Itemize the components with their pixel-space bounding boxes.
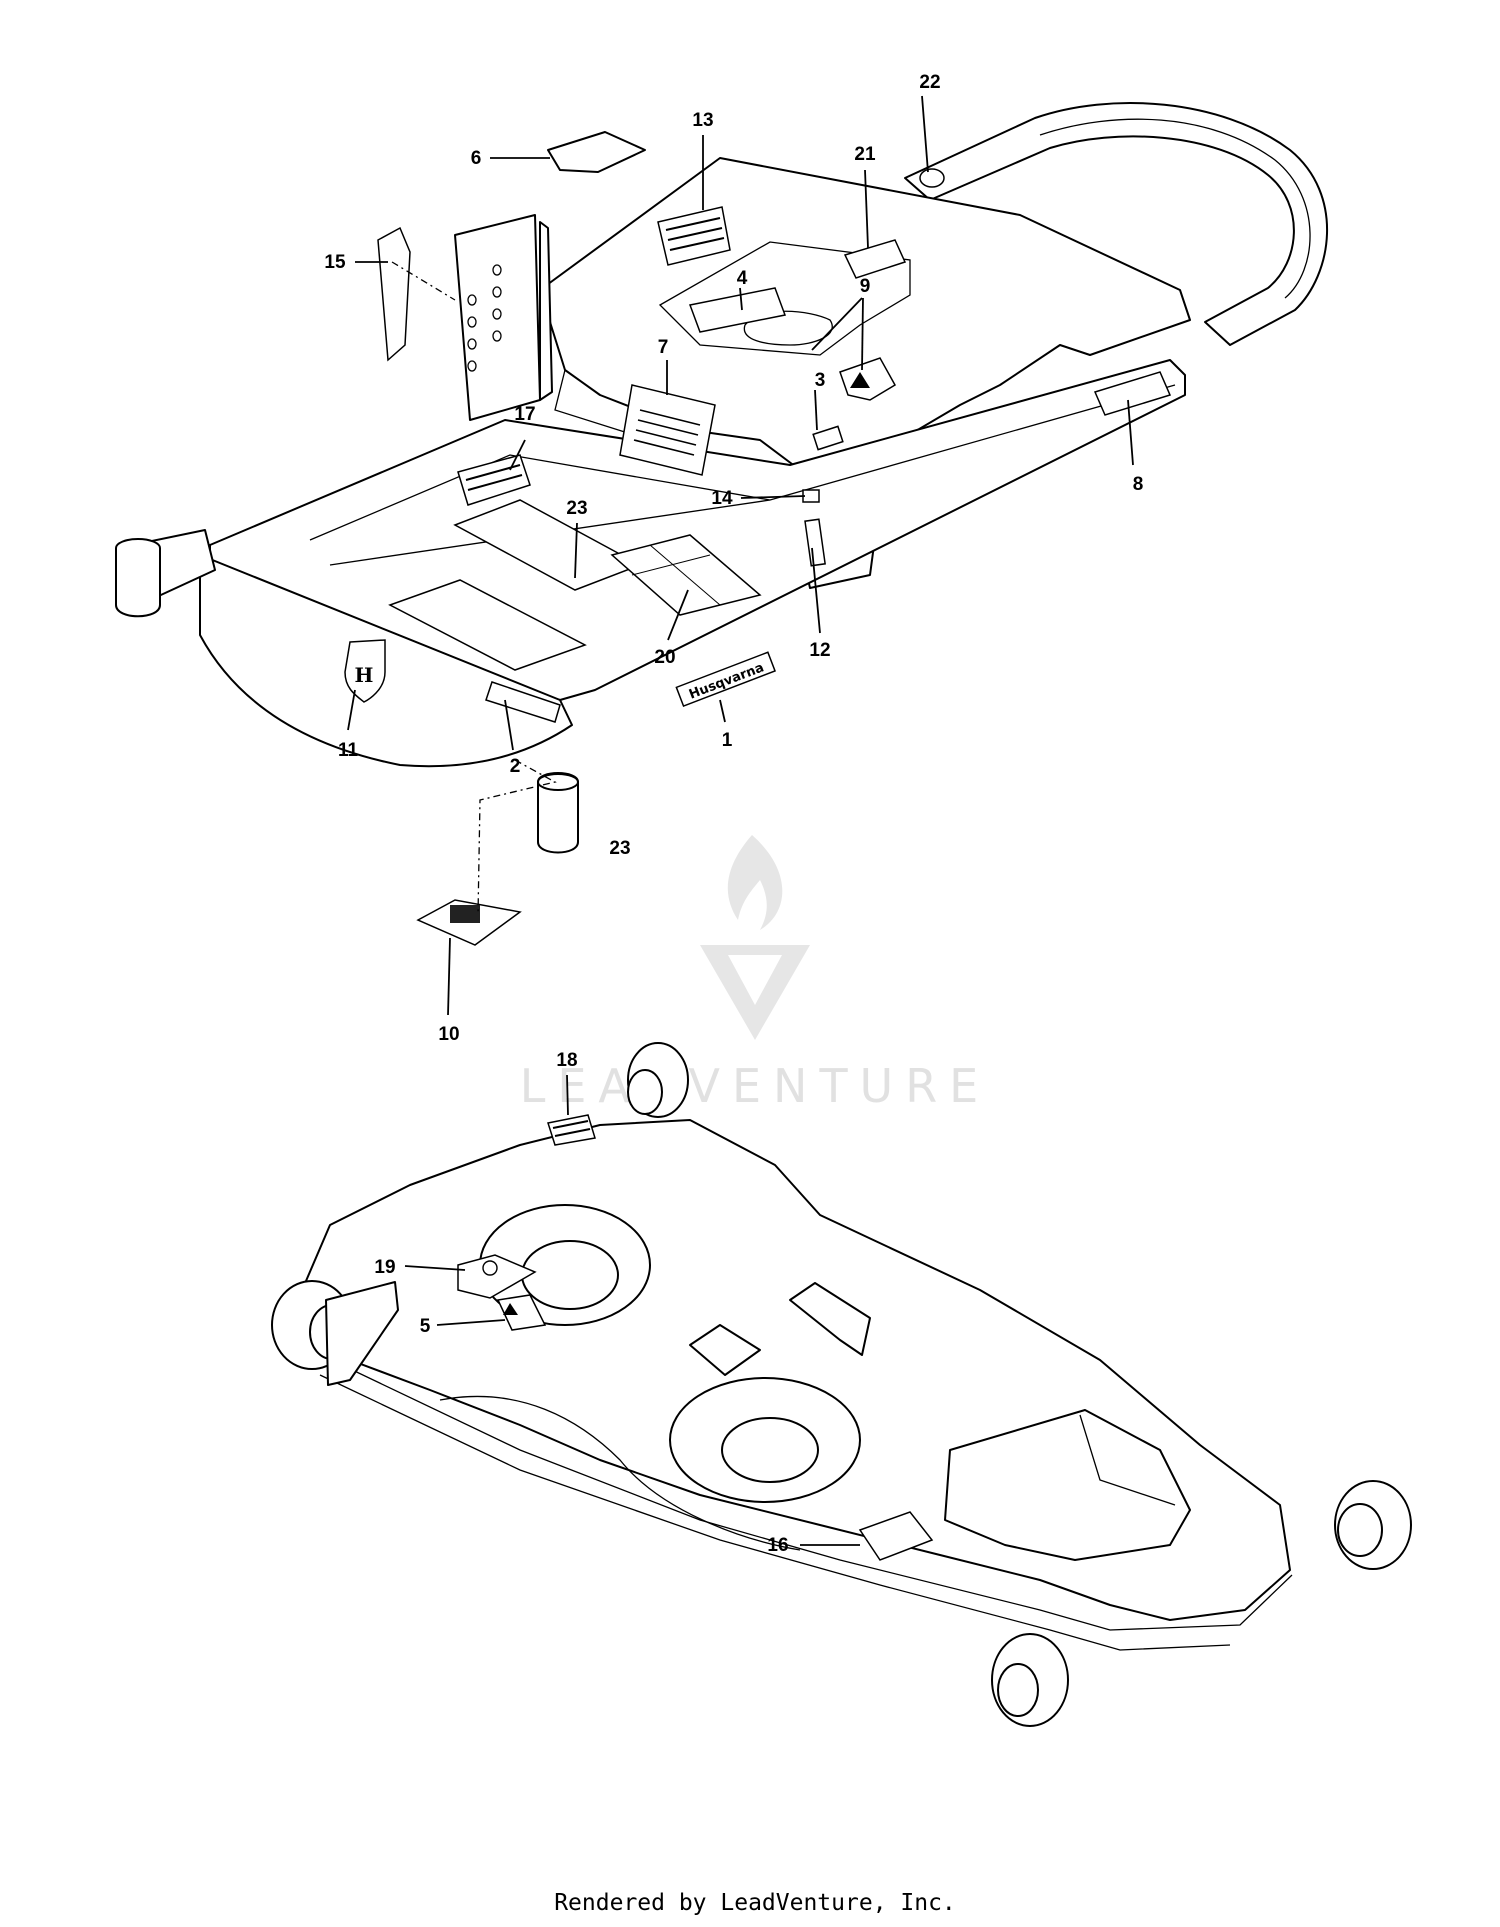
decal-8 <box>1093 371 1172 416</box>
decal-7 <box>619 384 716 476</box>
decal-21 <box>843 239 907 279</box>
decal-16 <box>858 1511 934 1561</box>
decal-3 <box>812 425 844 451</box>
leader-lines <box>347 95 1134 1546</box>
callout-18: 18 <box>556 1050 577 1071</box>
mower-deck <box>271 1042 1412 1727</box>
footer-credit: Rendered by LeadVenture, Inc. <box>554 1890 956 1916</box>
belt-cover <box>944 1409 1191 1561</box>
rear-gauge-wheel <box>627 1042 689 1118</box>
callout-22: 22 <box>919 72 940 93</box>
front-right-gauge-wheel <box>1334 1480 1412 1570</box>
decal-19 <box>457 1254 537 1299</box>
decal-22 <box>919 168 945 188</box>
callout-15: 15 <box>324 252 346 273</box>
decal-15 <box>377 226 411 362</box>
crown-h-icon: H <box>355 663 374 687</box>
husqvarna-crown-emblem <box>344 639 386 703</box>
decal-13 <box>657 206 731 266</box>
front-gauge-wheel <box>991 1633 1069 1727</box>
callout-23-caster: 23 <box>609 838 630 859</box>
left-wheel-bracket <box>325 1281 399 1386</box>
callout-7: 7 <box>658 337 669 358</box>
callout-8: 8 <box>1133 474 1144 495</box>
deck-hanger-bracket <box>789 1282 871 1356</box>
callout-20: 20 <box>654 647 675 668</box>
callouts: 1 2 3 4 5 6 7 8 9 10 11 12 13 14 15 16 1… <box>324 72 1143 1556</box>
decal-12 <box>804 518 826 567</box>
mount-plate-holes <box>467 264 502 372</box>
decal-20 <box>610 534 762 616</box>
callout-10: 10 <box>438 1024 459 1045</box>
frame-assembly: H Husqvarna <box>115 102 1329 946</box>
callout-11: 11 <box>338 740 359 761</box>
callout-6: 6 <box>471 148 482 169</box>
front-bumper <box>199 554 573 768</box>
callout-9: 9 <box>860 276 871 297</box>
callout-2: 2 <box>510 756 521 777</box>
watermark-text: LEADVENTURE <box>520 1059 991 1113</box>
decal-4 <box>688 287 787 333</box>
callout-17: 17 <box>514 404 535 425</box>
callout-23-floor-mat: 23 <box>566 498 587 519</box>
flame-logo-icon <box>727 835 783 930</box>
callout-14: 14 <box>711 488 733 509</box>
callout-19: 19 <box>374 1257 395 1278</box>
callout-1: 1 <box>722 730 733 751</box>
v-logo-icon <box>700 945 810 1040</box>
decal-14 <box>802 489 820 503</box>
callout-5: 5 <box>420 1316 431 1337</box>
decal-6 <box>547 131 646 173</box>
decal-9 <box>839 357 897 401</box>
callout-4: 4 <box>737 268 748 289</box>
callout-16: 16 <box>767 1535 788 1556</box>
decal-2 <box>485 681 561 723</box>
callout-21: 21 <box>854 144 876 165</box>
callout-12: 12 <box>809 640 830 661</box>
floor-mat-rear <box>388 579 587 671</box>
husqvarna-frame-decal: Husqvarna <box>675 651 776 708</box>
callout-13: 13 <box>692 110 713 131</box>
callout-3: 3 <box>815 370 826 391</box>
leadventure-watermark: LEADVENTURE <box>520 835 991 1113</box>
rear-handle-bar <box>904 102 1329 346</box>
